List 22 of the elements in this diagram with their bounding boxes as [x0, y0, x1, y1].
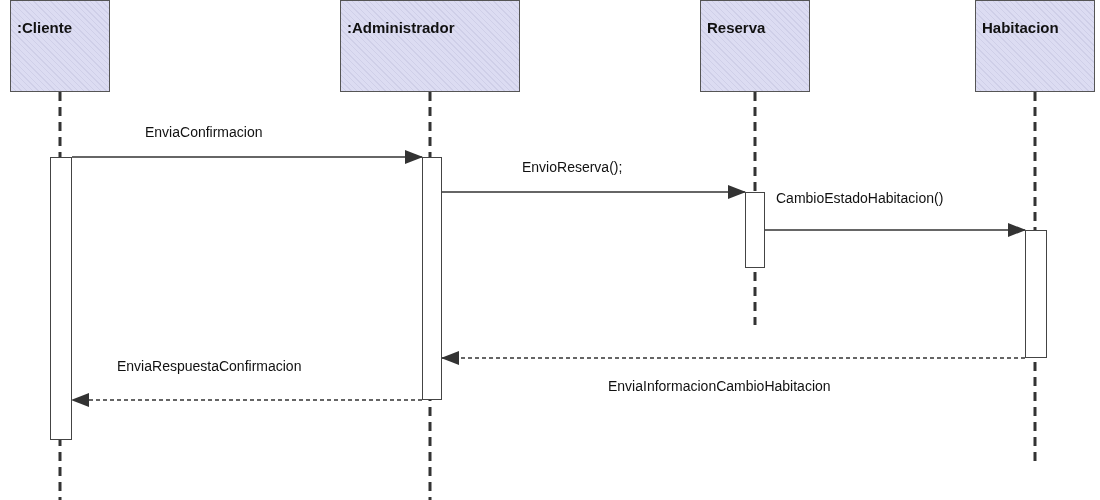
activation-bar	[50, 157, 72, 440]
lifeline-header	[700, 0, 810, 92]
message-arrow	[441, 351, 1026, 365]
object-name: :Cliente	[17, 19, 72, 36]
lifeline-header	[975, 0, 1095, 92]
message-arrow	[764, 223, 1026, 237]
message-label: CambioEstadoHabitacion()	[776, 190, 944, 206]
message-label: EnviaInformacionCambioHabitacion	[608, 378, 831, 394]
lifeline-header	[10, 0, 110, 92]
message-label: EnviaRespuestaConfirmacion	[117, 358, 302, 374]
lifeline-header	[340, 0, 520, 92]
object-name: Reserva	[707, 19, 766, 36]
message-arrow	[441, 185, 746, 199]
message-label: EnviaConfirmacion	[145, 124, 263, 140]
object-name: Habitacion	[982, 19, 1059, 36]
activation-bar	[422, 157, 442, 400]
activation-bar	[745, 192, 765, 268]
activation-bar	[1025, 230, 1047, 358]
message-arrow	[71, 393, 423, 407]
message-arrow	[71, 150, 423, 164]
message-label: EnvioReserva();	[522, 159, 623, 175]
object-name: :Administrador	[347, 19, 455, 36]
